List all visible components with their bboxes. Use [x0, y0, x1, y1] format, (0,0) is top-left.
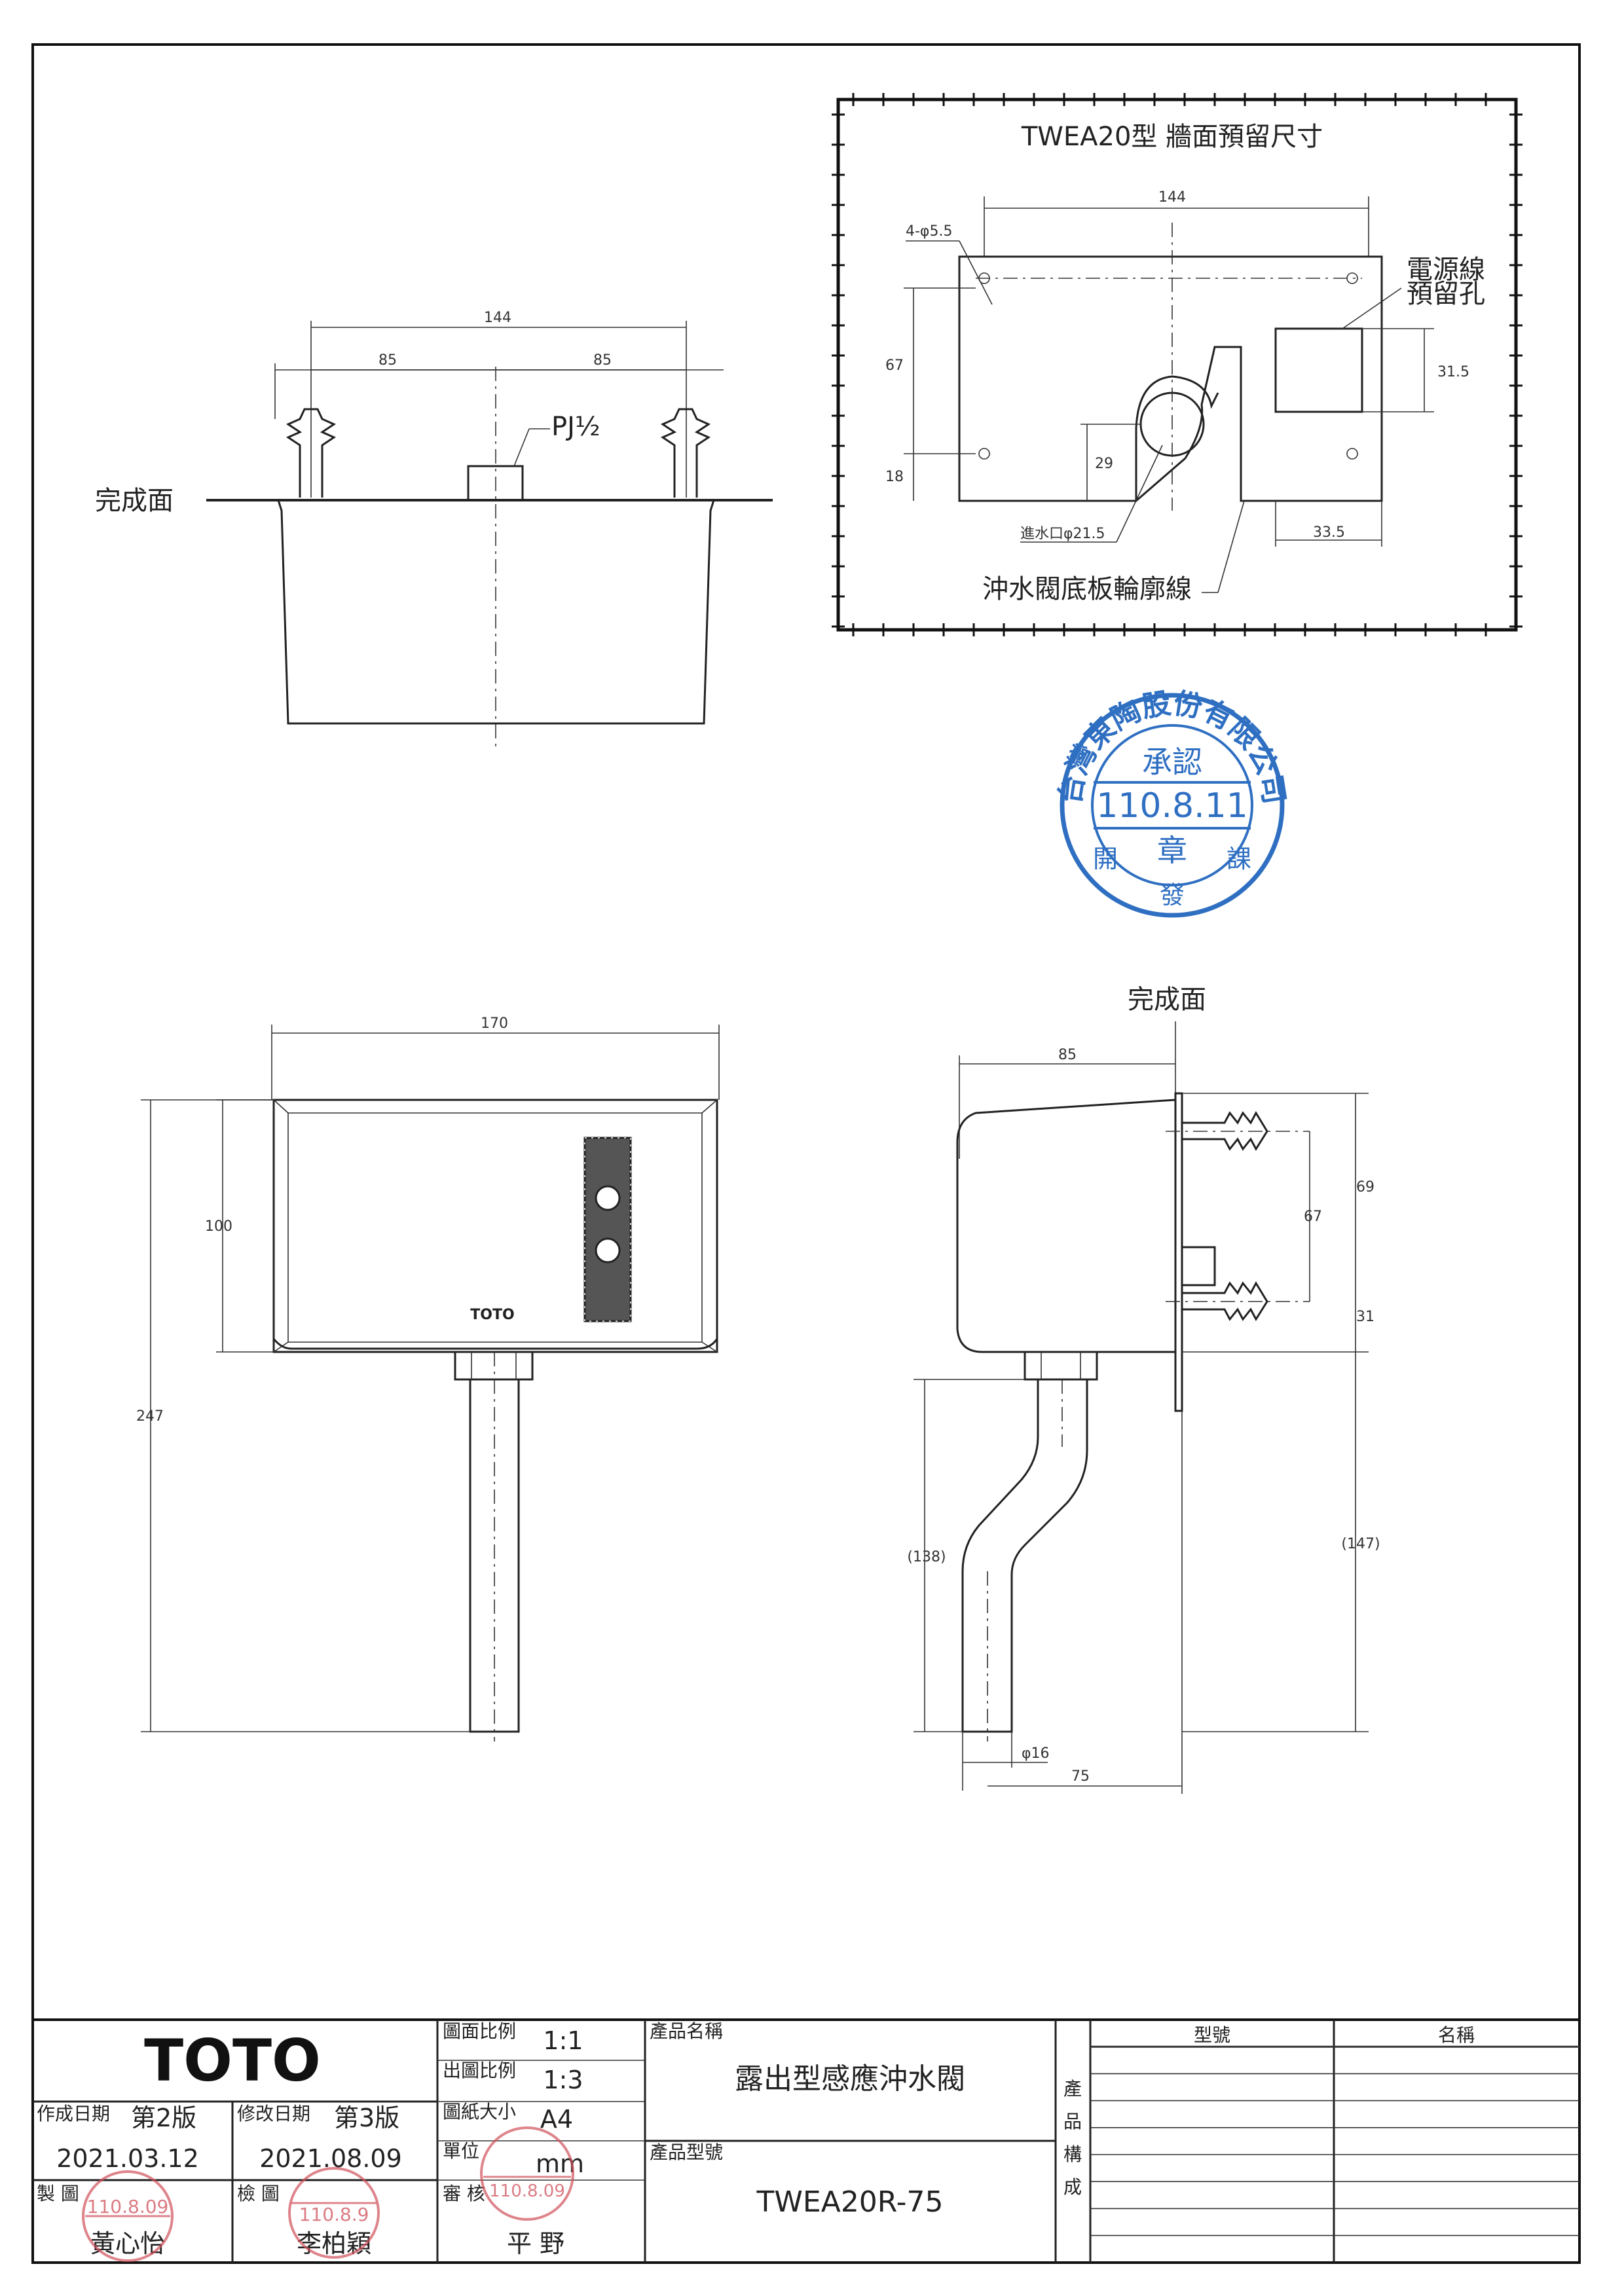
- side-dim-67: 67: [1304, 1209, 1322, 1225]
- tb-revised-label: 修改日期: [237, 2103, 310, 2124]
- stamp-dept-left: 開: [1093, 845, 1118, 873]
- composition-rows: [1090, 2045, 1579, 2236]
- tb-product-model: TWEA20R-75: [756, 2185, 944, 2219]
- side-dim-138: (138): [907, 1549, 946, 1565]
- inset-dim-18: 18: [885, 469, 904, 485]
- sheet-border: [31, 43, 1581, 2264]
- inset-outline-label: 沖水閥底板輪廓線: [982, 574, 1192, 604]
- front-brand-logo: TOTO: [470, 1307, 514, 1323]
- top-dim-85-left: 85: [378, 352, 397, 369]
- front-view: 170 TOTO 100 247: [136, 1015, 720, 1741]
- side-dim-69: 69: [1356, 1179, 1375, 1195]
- tb-comp-1: 產: [1063, 2078, 1082, 2100]
- front-dim-100: 100: [205, 1218, 232, 1235]
- front-dim-170: 170: [481, 1015, 508, 1032]
- inset-dim-144: 144: [1158, 189, 1186, 206]
- inset-dim-67: 67: [885, 357, 904, 374]
- check-stamp: 110.8.9: [288, 2167, 380, 2259]
- top-thread-label: PJ½: [551, 412, 600, 442]
- inset-dim-holes: 4-φ5.5: [906, 223, 952, 240]
- stamp-dept-mid: 發: [1160, 881, 1185, 909]
- stamp-dept-right: 課: [1227, 845, 1251, 873]
- side-dim-31: 31: [1356, 1309, 1375, 1325]
- stamp-approve: 承認: [1142, 744, 1202, 780]
- inset-dim-33-5: 33.5: [1313, 524, 1345, 541]
- tb-col-name: 名稱: [1438, 2024, 1475, 2046]
- side-dim-pipe: φ16: [1022, 1745, 1050, 1762]
- inset-title: TWEA20型 牆面預留尺寸: [1021, 122, 1323, 152]
- tb-col-model: 型號: [1194, 2024, 1230, 2046]
- tb-paper: A4: [540, 2105, 573, 2134]
- tb-drawn-label: 製 圖: [37, 2183, 79, 2204]
- tb-revised-version: 第3版: [334, 2104, 399, 2132]
- top-finish-label: 完成面: [95, 486, 174, 516]
- tb-drawing-scale: 1:1: [543, 2026, 583, 2055]
- front-dim-247: 247: [136, 1408, 164, 1425]
- tb-review-label: 審 核: [443, 2183, 485, 2204]
- drawn-stamp: 110.8.09: [82, 2170, 174, 2262]
- tb-unit-label: 單位: [443, 2140, 479, 2162]
- tb-created-label: 作成日期: [37, 2103, 110, 2124]
- tb-comp-3: 構: [1063, 2143, 1082, 2165]
- tb-print-scale-label: 出圖比例: [443, 2060, 516, 2081]
- top-dim-85-right: 85: [593, 352, 612, 369]
- stamp-seal: 章: [1157, 833, 1187, 868]
- side-view: 完成面 85 69 67 31 (147): [907, 985, 1380, 1794]
- tb-logo: TOTO: [144, 2027, 321, 2094]
- tb-product-model-label: 產品型號: [650, 2141, 723, 2163]
- inset-dim-29: 29: [1095, 456, 1113, 472]
- sensor-window: [583, 1137, 632, 1322]
- inset-inlet-label: 進水口φ21.5: [1020, 526, 1105, 542]
- tb-comp-2: 品: [1063, 2111, 1082, 2132]
- top-dim-144: 144: [484, 310, 511, 326]
- review-stamp-date: 110.8.09: [489, 2181, 565, 2201]
- top-view: 144 85 85 PJ½ 完成面: [95, 310, 773, 746]
- wall-prep-inset: TWEA20型 牆面預留尺寸 144 4-φ5.5 67 18: [832, 93, 1522, 636]
- check-stamp-date: 110.8.9: [299, 2204, 369, 2225]
- side-dim-75: 75: [1071, 1768, 1090, 1785]
- approval-stamp: 台灣東陶股份有限公司 承認 110.8.11 章 開 發 課: [1054, 687, 1291, 918]
- inset-power-label-1: 電源線: [1407, 255, 1485, 285]
- tb-check-label: 檢 圖: [237, 2183, 280, 2204]
- tb-comp-4: 成: [1063, 2176, 1082, 2198]
- side-dim-147: (147): [1341, 1536, 1380, 1552]
- tb-print-scale: 1:3: [543, 2066, 583, 2094]
- tb-reviewer: 平 野: [507, 2229, 564, 2258]
- tb-paper-label: 圖紙大小: [443, 2101, 516, 2123]
- tb-product-name-label: 產品名稱: [650, 2020, 723, 2042]
- review-stamp: 110.8.09: [480, 2126, 574, 2221]
- tb-checked-by: 李柏穎: [297, 2229, 371, 2258]
- tb-product-name: 露出型感應沖水閥: [735, 2062, 965, 2096]
- stamp-date: 110.8.11: [1096, 786, 1248, 826]
- tb-unit: mm: [536, 2149, 584, 2178]
- inset-border-ticks: [832, 93, 1522, 636]
- side-dim-85: 85: [1058, 1047, 1077, 1063]
- title-block: TOTO 圖面比例 1:1 出圖比例 1:3 圖紙大小 A4 單位 mm 審 核…: [33, 2018, 1579, 2263]
- tb-drawing-scale-label: 圖面比例: [443, 2020, 516, 2042]
- inset-dim-31-5: 31.5: [1437, 364, 1469, 380]
- tb-created-date: 2021.03.12: [56, 2144, 199, 2173]
- inset-power-label-2: 預留孔: [1407, 279, 1485, 309]
- side-finish-label: 完成面: [1128, 985, 1206, 1015]
- drawn-stamp-date: 110.8.09: [87, 2196, 169, 2217]
- tb-created-version: 第2版: [131, 2104, 196, 2132]
